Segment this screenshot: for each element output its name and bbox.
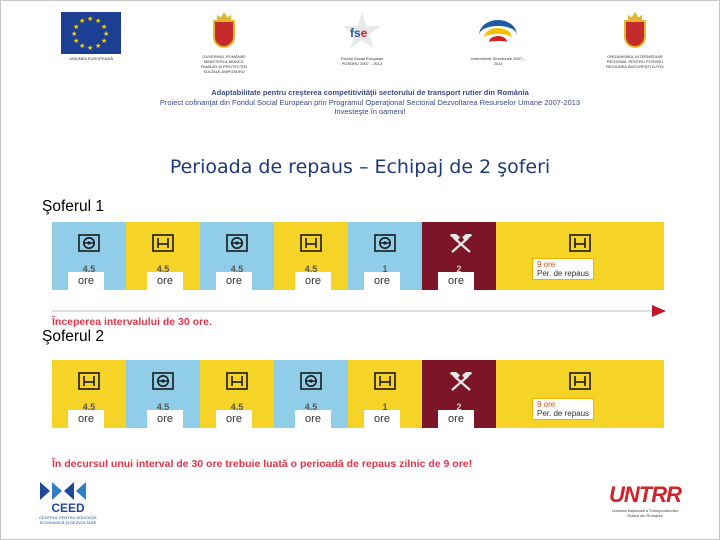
segment-hours: 4,5 — [156, 402, 170, 412]
government-logo: GUVERNUL ROMÂNIEI MINISTERUL MUNCII, FAM… — [196, 12, 252, 74]
segment-hours: 4,5 — [304, 264, 318, 274]
eu-caption: UNIUNEA EUROPEANĂ — [68, 56, 113, 61]
steering-wheel-icon — [300, 372, 322, 390]
oirposdru-logo: ORGANISMUL INTERMEDIAR REGIONAL PENTRU P… — [604, 12, 666, 69]
segment-unit: ore — [216, 272, 252, 290]
daily-rest-hours: 9 ore — [537, 400, 556, 409]
fse-caption: Fondul Social European POSDRU 2007 – 201… — [340, 56, 384, 66]
untrr-logo: UNTRR Uniunea Naţională a Transportatori… — [608, 482, 682, 518]
segment-hours: 1 — [382, 402, 388, 412]
ceed-caption: CENTRUL PENTRU EDUCAŢIE ECONOMICĂ ŞI DEZ… — [39, 515, 97, 525]
crossed-hammers-icon — [448, 369, 473, 391]
untrr-name: UNTRR — [609, 482, 682, 507]
bed-icon — [300, 234, 322, 252]
bed-icon — [569, 372, 591, 390]
oirposdru-coat-of-arms-icon — [620, 12, 650, 52]
segment-unit: ore — [438, 410, 474, 428]
government-caption: GUVERNUL ROMÂNIEI MINISTERUL MUNCII, FAM… — [200, 54, 248, 74]
daily-rest-label: Per. de repaus — [537, 409, 590, 418]
steering-wheel-icon — [78, 234, 100, 252]
segment-hours: 4,5 — [82, 264, 96, 274]
bed-icon — [152, 234, 174, 252]
segment-unit: ore — [68, 272, 104, 290]
segment-hours: 4,5 — [82, 402, 96, 412]
structural-instruments-logo: Instrumente Structurale 2007 – 2013 — [468, 12, 528, 66]
bed-icon — [226, 372, 248, 390]
segment-hours: 2 — [456, 402, 462, 412]
timeline-arrow-icon — [652, 305, 666, 317]
segment-hours: 2 — [456, 264, 462, 274]
structural-instruments-caption: Instrumente Structurale 2007 – 2013 — [470, 56, 526, 66]
romania-coat-of-arms-icon — [209, 12, 239, 52]
segment-unit: ore — [147, 272, 183, 290]
fse-logo-icon: fse — [340, 12, 384, 54]
eu-flag-icon: ★★★ ★★★ ★★★ ★★★ — [61, 12, 121, 54]
crossed-hammers-icon — [448, 231, 473, 253]
segment-hours: 4,5 — [156, 264, 170, 274]
segment-hours: 4,5 — [304, 402, 318, 412]
segment-hours: 1 — [382, 264, 388, 274]
driver-1-label: Şoferul 1 — [42, 198, 105, 215]
segment-unit: ore — [295, 410, 331, 428]
oirposdru-caption: ORGANISMUL INTERMEDIAR REGIONAL PENTRU P… — [606, 54, 664, 69]
ceed-logo: CEED CENTRUL PENTRU EDUCAŢIE ECONOMICĂ Ş… — [38, 482, 98, 525]
segment-unit: ore — [438, 272, 474, 290]
ceed-mark-icon — [40, 482, 96, 500]
project-banner: Adaptabilitate pentru creşterea competit… — [100, 88, 640, 117]
bed-icon — [569, 234, 591, 252]
steering-wheel-icon — [152, 372, 174, 390]
segment-unit: ore — [147, 410, 183, 428]
untrr-caption: Uniunea Naţională a Transportatorilor Ru… — [611, 508, 679, 518]
steering-wheel-icon — [226, 234, 248, 252]
daily-rest-label: Per. de repaus — [537, 269, 590, 278]
segment-unit: ore — [216, 410, 252, 428]
timeline-line — [52, 310, 656, 312]
segment-hours: 4,5 — [230, 402, 244, 412]
daily-rest-hours: 9 ore — [537, 260, 556, 269]
segment-unit: ore — [68, 410, 104, 428]
fse-logo: fse Fondul Social European POSDRU 2007 –… — [334, 12, 390, 66]
slide-title: Perioada de repaus – Echipaj de 2 şoferi — [169, 156, 551, 178]
bed-icon — [78, 372, 100, 390]
structural-instruments-logo-icon — [475, 12, 521, 54]
eu-logo: ★★★ ★★★ ★★★ ★★★ UNIUNEA EUROPEANĂ — [58, 12, 124, 61]
steering-wheel-icon — [374, 234, 396, 252]
project-title: Adaptabilitate pentru creşterea competit… — [211, 88, 529, 97]
segment-unit: ore — [364, 410, 400, 428]
bed-icon — [374, 372, 396, 390]
project-slogan: Investeşte în oameni! — [334, 107, 406, 116]
project-subtitle: Proiect cofinanţat din Fondul Social Eur… — [159, 97, 581, 107]
segment-hours: 4,5 — [230, 264, 244, 274]
segment-unit: ore — [295, 272, 331, 290]
interval-start-note: Începerea intervalului de 30 ore. — [52, 316, 212, 328]
segment-unit: ore — [364, 272, 400, 290]
driver-2-label: Şoferul 2 — [42, 328, 105, 345]
rest-rule-note: În decursul unui interval de 30 ore treb… — [52, 458, 473, 470]
ceed-name: CEED — [51, 501, 85, 515]
